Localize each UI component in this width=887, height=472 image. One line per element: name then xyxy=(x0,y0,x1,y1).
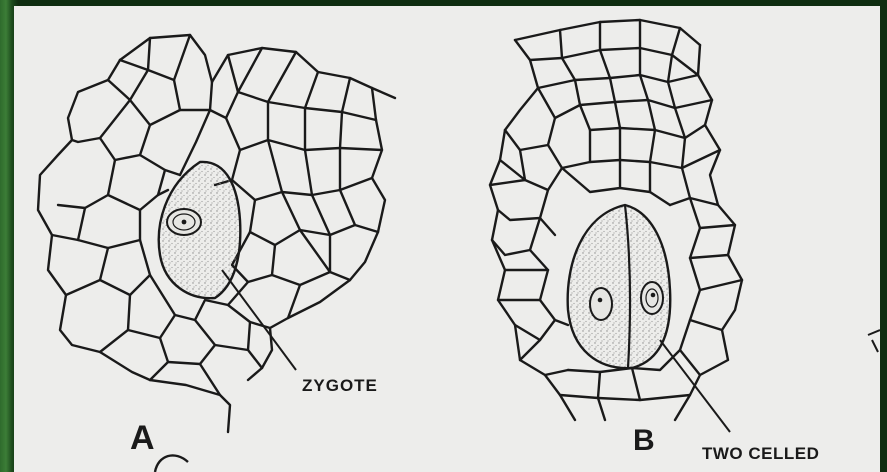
two-celled-label: TWO CELLED xyxy=(702,444,819,464)
panel-b-letter: B xyxy=(633,424,655,458)
archegonium-diagram xyxy=(14,6,880,472)
two-celled-pointer-line xyxy=(660,340,730,432)
partial-figure-fragment xyxy=(155,455,188,472)
zygote-label: ZYGOTE xyxy=(302,376,378,396)
scanned-page: A B ZYGOTE TWO CELLED xyxy=(14,6,880,472)
panel-a-letter: A xyxy=(130,419,155,458)
two-celled-embryo xyxy=(568,205,671,368)
right-edge-fragment xyxy=(868,330,880,352)
